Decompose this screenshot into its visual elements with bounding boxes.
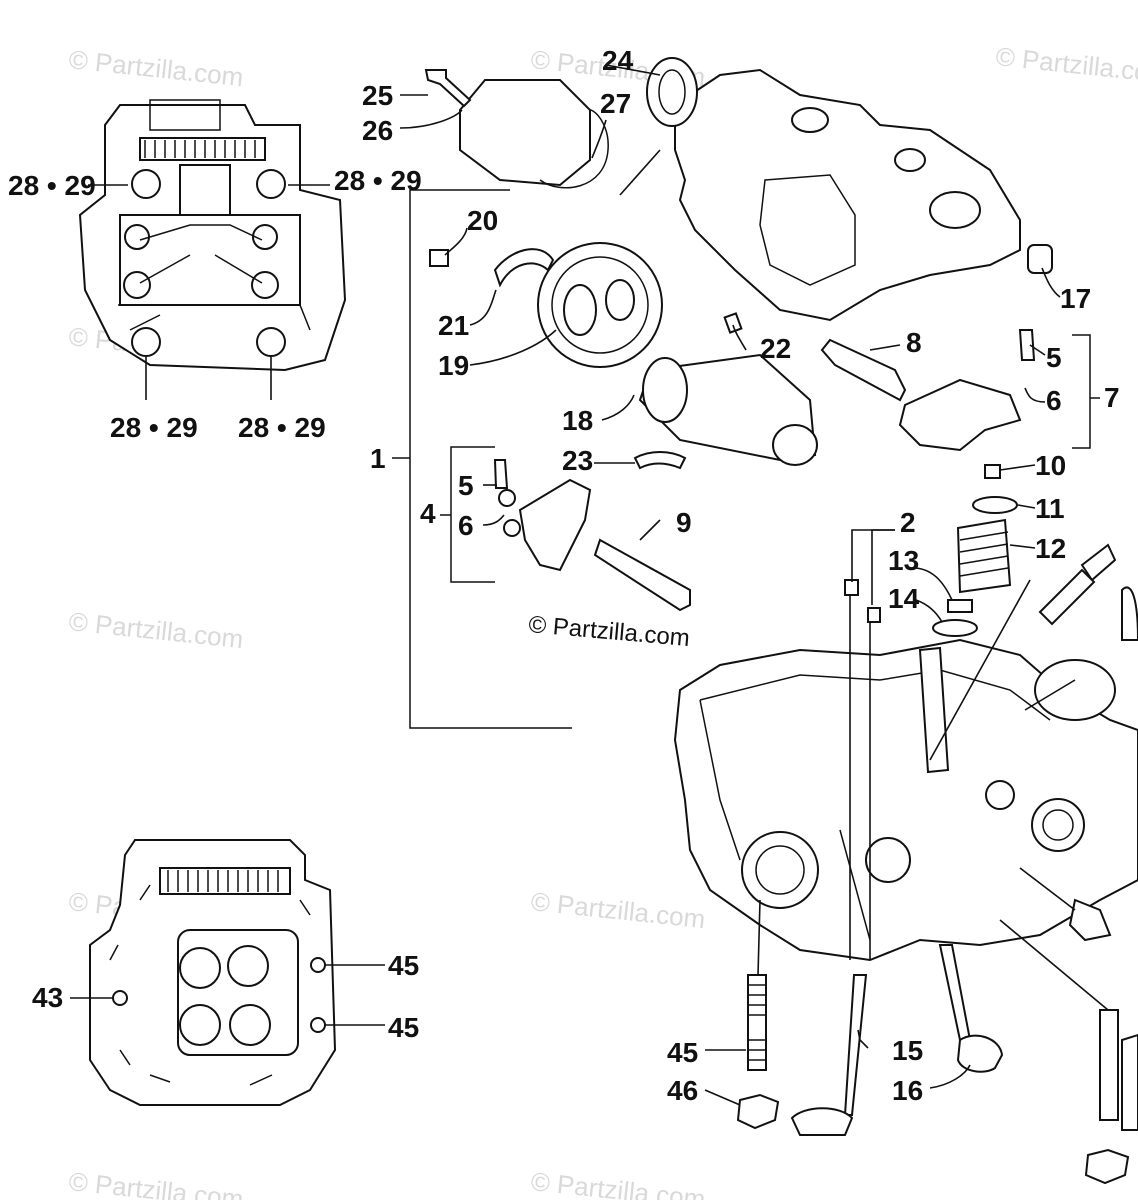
- label-18: 18: [562, 405, 593, 436]
- label-22: 22: [760, 333, 791, 364]
- label-46: 46: [667, 1075, 698, 1106]
- label-45a: 45: [388, 950, 419, 981]
- part-labels: 25 26 27 24 17 20 21 22 19 8 5 6 7 18 1 …: [8, 45, 1120, 1106]
- label-20: 20: [467, 205, 498, 236]
- label-43: 43: [32, 982, 63, 1013]
- label-14: 14: [888, 583, 920, 614]
- label-26: 26: [362, 115, 393, 146]
- label-28-29b: 28 • 29: [334, 165, 422, 196]
- label-9: 9: [676, 507, 692, 538]
- label-6b: 6: [1046, 385, 1062, 416]
- label-17: 17: [1060, 283, 1091, 314]
- cylinder-head-bottom-view: [89, 839, 337, 1106]
- label-24: 24: [602, 45, 634, 76]
- label-6a: 6: [458, 510, 474, 541]
- cylinder-head-top-view: [78, 99, 347, 372]
- label-23: 23: [562, 445, 593, 476]
- label-27: 27: [600, 88, 631, 119]
- label-28-29a: 28 • 29: [8, 170, 96, 201]
- watermark: © Partzilla.com: [994, 41, 1138, 89]
- label-2: 2: [900, 507, 916, 538]
- watermark: © Partzilla.com: [67, 1166, 244, 1200]
- label-4: 4: [420, 498, 436, 529]
- label-10: 10: [1035, 450, 1066, 481]
- label-5a: 5: [458, 470, 474, 501]
- label-25: 25: [362, 80, 393, 111]
- watermark: © Partzilla.com: [67, 606, 244, 654]
- copyright-credit: © Partzilla.com: [527, 611, 690, 652]
- label-28-29c: 28 • 29: [110, 412, 198, 443]
- label-21: 21: [438, 310, 469, 341]
- label-8: 8: [906, 327, 922, 358]
- label-11: 11: [1035, 493, 1065, 524]
- label-5b: 5: [1046, 342, 1062, 373]
- label-12: 12: [1035, 533, 1066, 564]
- label-13: 13: [888, 545, 919, 576]
- label-45b: 45: [388, 1012, 419, 1043]
- label-16: 16: [892, 1075, 923, 1106]
- watermark: © Partzilla.com: [67, 44, 244, 92]
- valves-studs: [736, 944, 1138, 1185]
- cylinder-head-main: [673, 638, 1138, 962]
- camshaft-group: [429, 242, 1036, 637]
- label-15: 15: [892, 1035, 923, 1066]
- watermark: © Partzilla.com: [529, 886, 706, 934]
- watermark: © Partzilla.com: [529, 1166, 706, 1200]
- label-28-29d: 28 • 29: [238, 412, 326, 443]
- leader-lines: [70, 64, 1109, 1106]
- label-45c: 45: [667, 1037, 698, 1068]
- label-7: 7: [1104, 382, 1120, 413]
- valve-cover-group: [424, 57, 1053, 322]
- label-19: 19: [438, 350, 469, 381]
- label-1: 1: [370, 443, 386, 474]
